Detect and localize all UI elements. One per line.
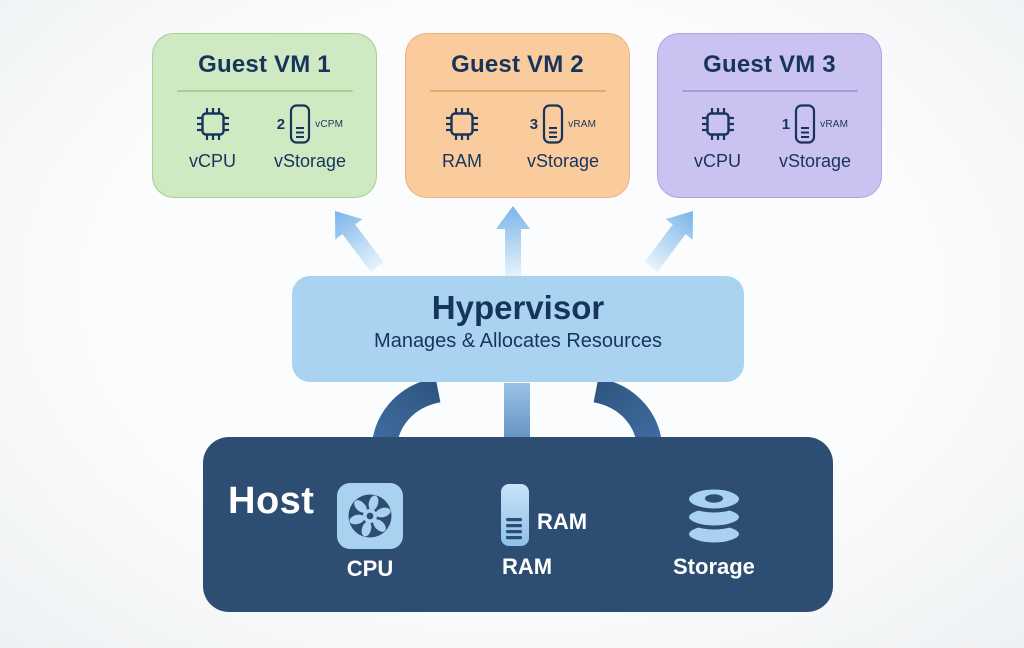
vstorage-label: vStorage (778, 151, 851, 171)
vcpu-resource: vCPU (694, 102, 741, 172)
storage-tag: vRAM (820, 118, 849, 130)
storage-count: 2 (276, 115, 286, 133)
vcpu-label: vCPU (189, 151, 237, 171)
vstorage-icon (290, 104, 311, 144)
divider (681, 90, 858, 92)
guest-vm-2-resources: RAM 3 vRAM vStorage (406, 102, 629, 172)
vstorage-icon (795, 104, 816, 144)
guest-vm-3-card: Guest VM 3 vCPU (657, 33, 882, 198)
cpu-chip-icon (701, 102, 735, 146)
arrow-hypervisor-to-vm2 (496, 206, 530, 276)
host-storage-label: Storage (673, 554, 755, 579)
vstorage-label: vStorage (526, 151, 599, 171)
host-ram-resource: RAM RAM (500, 483, 587, 580)
storage-count: 1 (781, 115, 791, 133)
arrow-hypervisor-to-vm3 (644, 211, 693, 272)
database-icon (684, 485, 743, 547)
storage-tag: vRAM (568, 118, 597, 130)
vcpu-label: vCPU (694, 151, 742, 171)
fan-icon (337, 483, 403, 549)
hypervisor-title: Hypervisor (431, 289, 605, 326)
vstorage-icon (543, 104, 564, 144)
guest-vm-2-title: Guest VM 2 (451, 51, 584, 78)
arrow-hypervisor-to-vm1 (335, 211, 384, 272)
vstorage-resource: 2 vCPM vStorage (274, 102, 346, 172)
divider (429, 90, 606, 92)
vstorage-resource: 3 vRAM vStorage (527, 102, 599, 172)
host-ram-label: RAM (502, 554, 553, 579)
hypervisor-subtitle: Manages & Allocates Resources (374, 330, 662, 352)
host-cpu-label: CPU (346, 556, 394, 581)
guest-vm-3-title: Guest VM 3 (703, 51, 836, 78)
host-title: Host (228, 480, 315, 522)
guest-vm-1-title: Guest VM 1 (198, 51, 331, 78)
cpu-chip-icon (445, 102, 479, 146)
guest-vm-3-resources: vCPU 1 vRAM vStorage (658, 102, 881, 172)
guest-vm-1-resources: vCPU 2 vCPM vStorage (153, 102, 376, 172)
ram-label: RAM (442, 151, 482, 171)
storage-tag: vCPM (315, 118, 344, 130)
vstorage-label: vStorage (273, 151, 346, 171)
storage-count: 3 (529, 115, 539, 133)
divider (176, 90, 353, 92)
host-cpu-resource: CPU (337, 483, 403, 582)
guest-vm-2-card: Guest VM 2 RAM (405, 33, 630, 198)
guest-vm-1-card: Guest VM 1 vCPU (152, 33, 377, 198)
vstorage-resource: 1 vRAM vStorage (779, 102, 851, 172)
host-storage-resource: Storage (673, 485, 755, 580)
host-box: Host CPU (203, 437, 833, 612)
ram-resource: RAM (442, 102, 482, 172)
ram-stick-icon (501, 484, 529, 546)
hypervisor-box: Hypervisor Manages & Allocates Resources (292, 276, 744, 382)
host-ram-side-label: RAM (537, 509, 588, 534)
cpu-chip-icon (196, 102, 230, 146)
vcpu-resource: vCPU (189, 102, 236, 172)
